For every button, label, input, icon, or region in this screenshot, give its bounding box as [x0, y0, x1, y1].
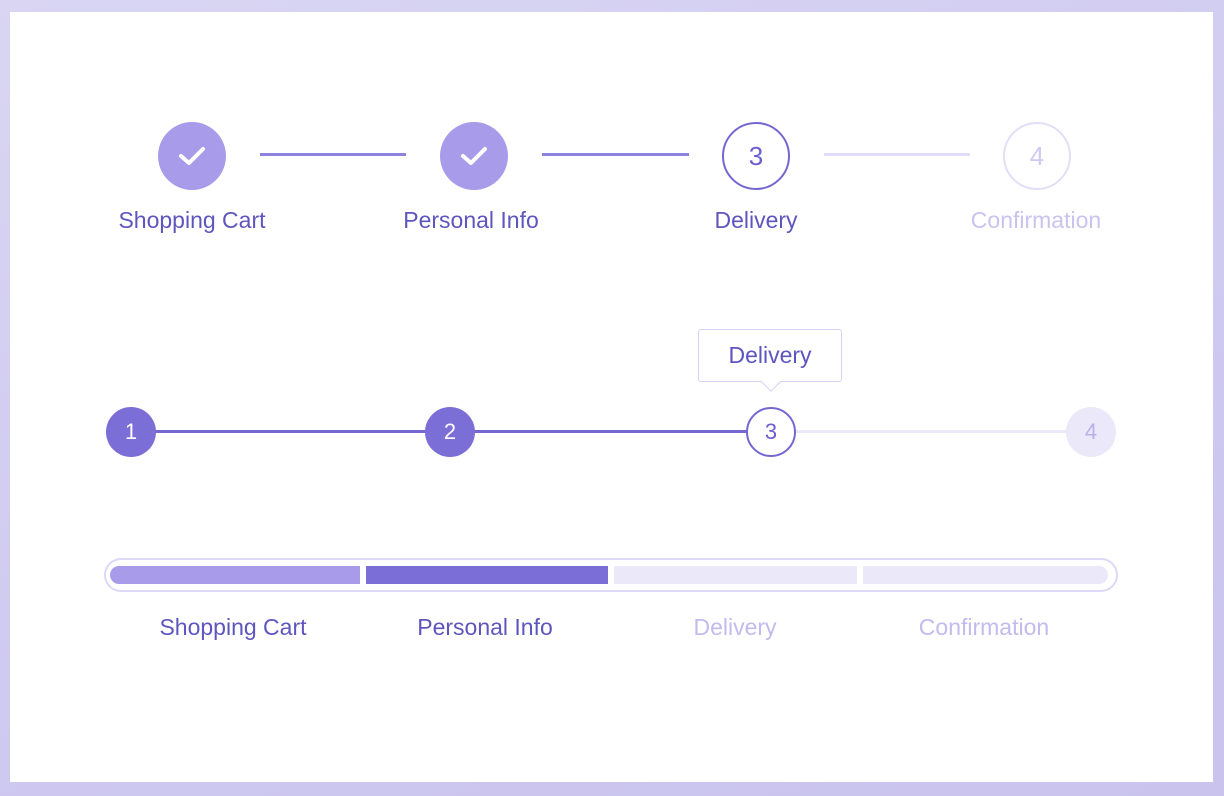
progress-track	[104, 558, 1118, 592]
step-3-delivery[interactable]: 3	[722, 122, 790, 190]
segment-shopping-cart[interactable]	[110, 566, 360, 584]
step-number: 1	[124, 419, 138, 444]
step-3-circle[interactable]: 3	[746, 407, 796, 457]
segment-label-personal-info: Personal Info	[417, 614, 553, 640]
step-label-personal-info: Personal Info	[403, 207, 539, 233]
step-number: 3	[748, 140, 764, 171]
step-number: 4	[1029, 140, 1045, 171]
step-number: 2	[443, 419, 457, 444]
step-label-delivery: Delivery	[714, 207, 798, 233]
segment-label-confirmation: Confirmation	[918, 614, 1050, 640]
segment-confirmation[interactable]	[863, 566, 1108, 584]
track-remaining	[795, 430, 1081, 433]
step-4-circle[interactable]: 4	[1066, 407, 1116, 457]
step-1-circle[interactable]: 1	[106, 407, 156, 457]
progress-card: 3 4 Shopping Cart Personal Info Delivery…	[10, 12, 1213, 782]
step-label-confirmation: Confirmation	[970, 207, 1102, 233]
connector-line-1	[260, 153, 406, 156]
step-4-confirmation[interactable]: 4	[1003, 122, 1071, 190]
step-2-circle[interactable]: 2	[425, 407, 475, 457]
connector-line-2	[542, 153, 689, 156]
segment-delivery[interactable]	[614, 566, 857, 584]
check-icon	[461, 147, 487, 165]
step-1-shopping-cart[interactable]	[158, 122, 226, 190]
step-number: 4	[1084, 419, 1098, 444]
step-number: 3	[764, 419, 778, 444]
check-icon	[179, 147, 205, 165]
segment-personal-info[interactable]	[366, 566, 608, 584]
connector-line-3	[824, 153, 970, 156]
segment-label-shopping-cart: Shopping Cart	[159, 614, 307, 640]
segment-label-delivery: Delivery	[693, 614, 777, 640]
step-label-shopping-cart: Shopping Cart	[118, 207, 266, 233]
step-2-personal-info[interactable]	[440, 122, 508, 190]
